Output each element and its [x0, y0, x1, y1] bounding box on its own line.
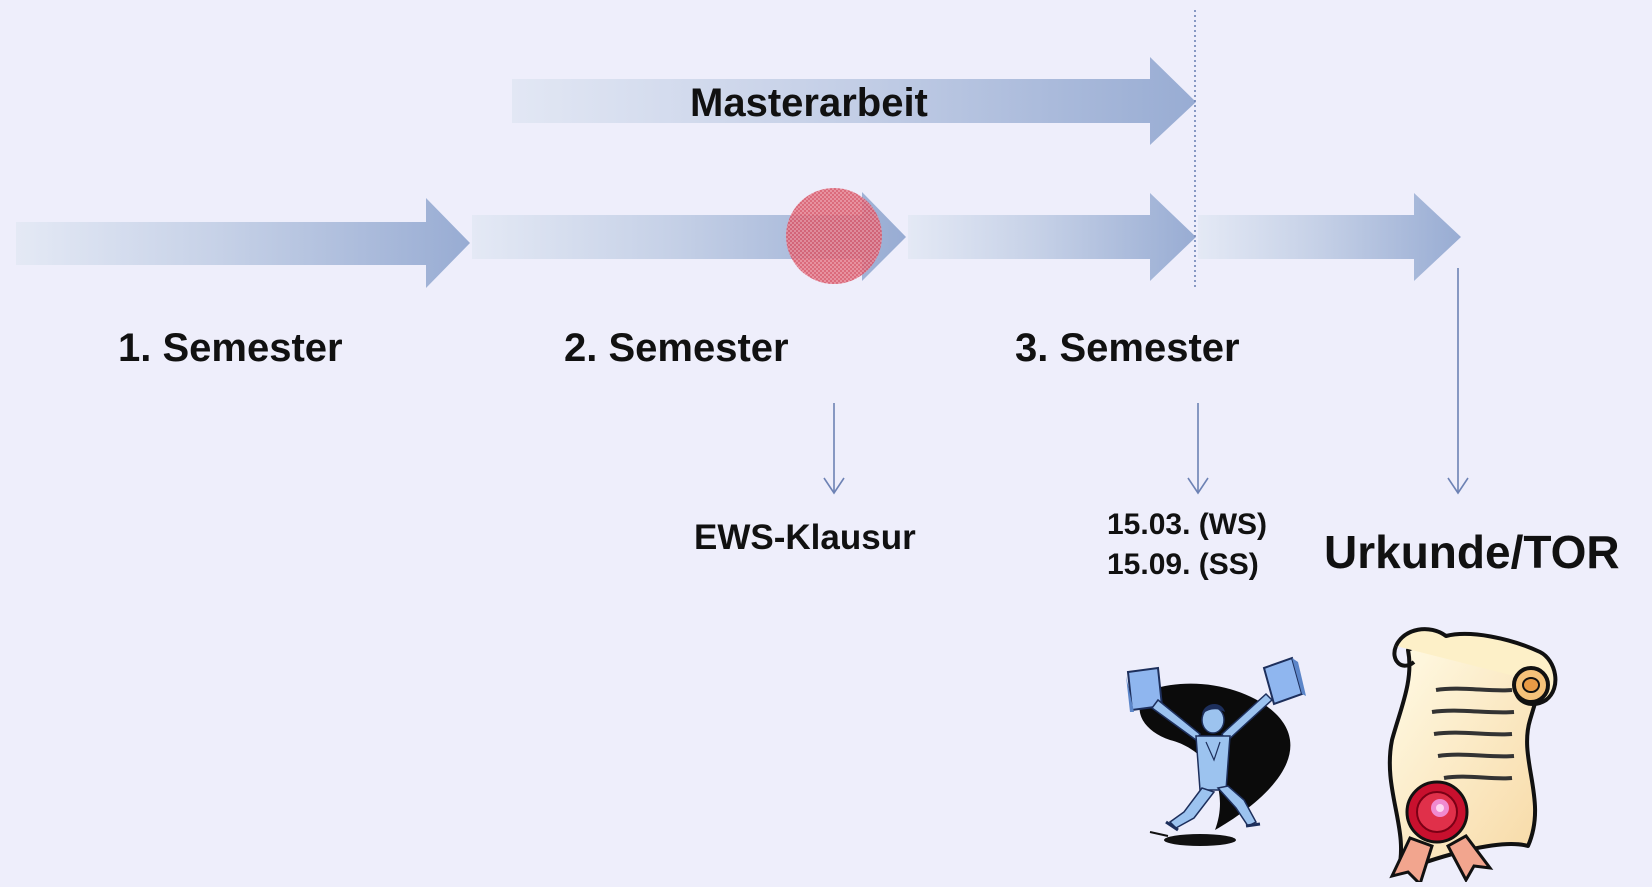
- ews-connector-arrow: [823, 403, 845, 495]
- deadline-winter: 15.03. (WS): [1107, 508, 1268, 541]
- red-circle-marker-icon: [786, 188, 882, 284]
- masterarbeit-arrow: [512, 57, 1196, 145]
- completion-arrow: [1198, 193, 1461, 281]
- certificate-label: Urkunde/TOR: [1324, 526, 1620, 578]
- diploma-scroll-with-seal-icon: [1387, 627, 1558, 887]
- semester-3-label: 3. Semester: [1015, 326, 1240, 370]
- deadline-summer: 15.09. (SS): [1107, 548, 1259, 581]
- certificate-connector-arrow: [1447, 268, 1469, 495]
- masterarbeit-label: Masterarbeit: [690, 81, 928, 125]
- semester-3-arrow: [908, 193, 1196, 281]
- deadline-connector-arrow: [1187, 403, 1209, 495]
- semester-1-label: 1. Semester: [118, 326, 343, 370]
- ews-klausur-label: EWS-Klausur: [694, 518, 916, 557]
- semester-1-arrow: [16, 198, 470, 288]
- submission-deadlines: 15.03. (WS) 15.09. (SS): [1107, 505, 1267, 585]
- jumping-person-with-books-icon: [1126, 656, 1306, 846]
- semester-2-label: 2. Semester: [564, 326, 789, 370]
